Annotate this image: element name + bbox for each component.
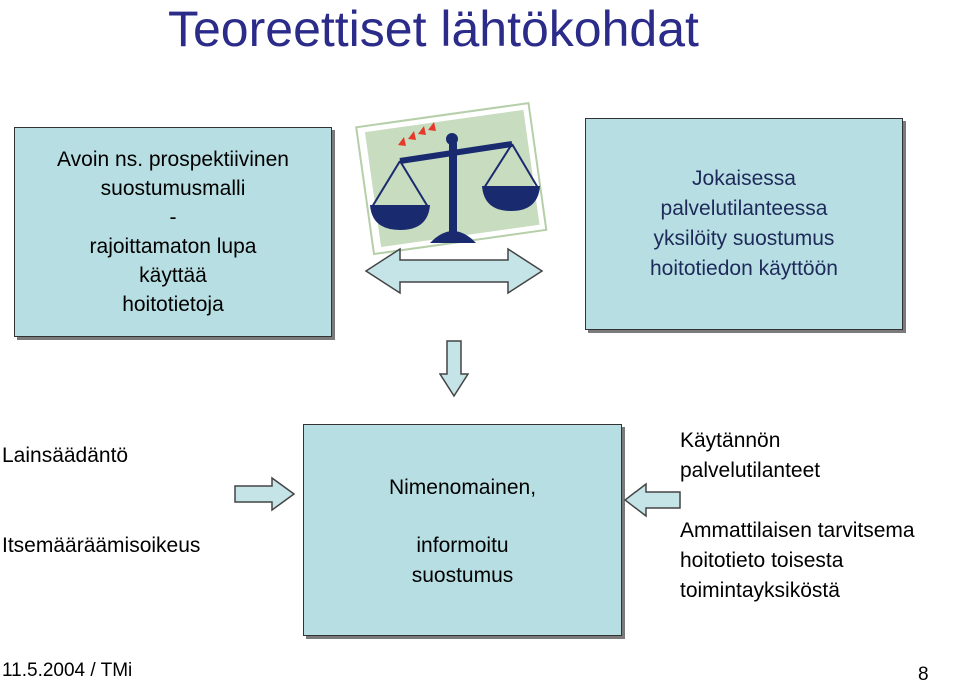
box-line: informoitu <box>416 534 509 557</box>
spacer <box>680 486 915 516</box>
page-number: 8 <box>918 664 929 685</box>
open-consent-model-box: Avoin ns. prospektiivinen suostumusmalli… <box>14 127 332 337</box>
box-line: Avoin ns. prospektiivinen <box>57 148 289 171</box>
box-line: käyttää <box>139 264 207 287</box>
box-line: Jokaisessa <box>692 167 796 190</box>
box-line: palvelutilanteessa <box>660 197 828 220</box>
box-line: suostumusmalli <box>100 177 246 200</box>
informed-consent-box: Nimenomainen, informoitu suostumus <box>303 424 622 636</box>
box-line: suostumus <box>411 564 514 587</box>
box-line: yksilöity suostumus <box>653 227 835 250</box>
left-arrow-icon <box>624 482 681 518</box>
box-line: Nimenomainen, <box>388 476 537 499</box>
professional-need-label: hoitotieto toisesta <box>680 549 844 572</box>
page-title: Teoreettiset lähtökohdat <box>168 1 699 57</box>
double-arrow-icon <box>364 247 544 295</box>
self-determination-label: Itsemääräämisoikeus <box>2 534 201 557</box>
box-line: rajoittamaton lupa <box>89 235 257 258</box>
professional-need-label: toimintayksiköstä <box>680 579 840 602</box>
practice-labels: Käytännön palvelutilanteet Ammattilaisen… <box>680 426 915 606</box>
practice-situations-label: palvelutilanteet <box>680 459 821 482</box>
legislation-label: Lainsäädäntö <box>2 444 129 467</box>
professional-need-label: Ammattilaisen tarvitsema <box>680 519 915 542</box>
footer-date-author: 11.5.2004 / TMi <box>2 660 133 681</box>
box-line: hoitotiedon käyttöön <box>650 257 838 280</box>
practice-situations-label: Käytännön <box>680 429 781 452</box>
scale-of-justice-icon <box>355 101 548 256</box>
down-arrow-icon <box>439 340 469 398</box>
box-line: hoitotietoja <box>122 293 224 316</box>
per-situation-consent-box: Jokaisessa palvelutilanteessa yksilöity … <box>585 118 903 330</box>
right-arrow-icon <box>234 476 296 512</box>
box-line: - <box>169 206 177 229</box>
